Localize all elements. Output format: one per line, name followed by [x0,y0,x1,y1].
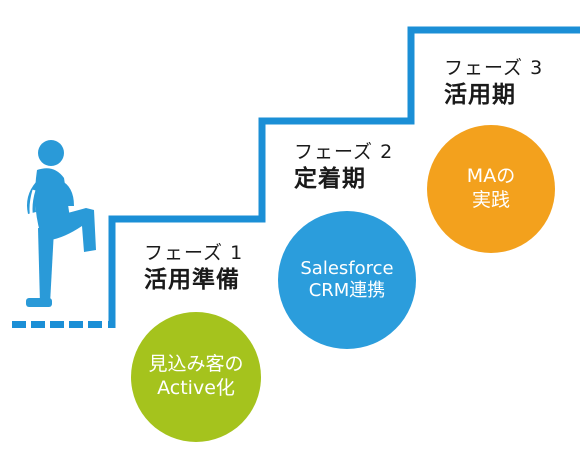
phase-1-circle-line-2: Active化 [157,377,235,399]
phase-1-circle: 見込み客の Active化 [131,312,261,442]
phase-3-circle-line-2: 実践 [471,189,510,211]
floor-dashes [12,321,102,328]
phase-2-title: 定着期 [294,165,366,192]
phase-2-circle: Salesforce CRM連携 [278,211,416,349]
phase-1-number: フェーズ 1 [144,242,244,264]
phase-1-label: フェーズ 1 活用準備 [144,242,243,295]
phase-2-circle-line-2: CRM連携 [308,280,386,301]
phase-3-title: 活用期 [444,81,516,108]
phase-2-label: フェーズ 2 定着期 [294,141,393,194]
phase-3-circle: MAの 実践 [427,125,555,253]
staircase-line [108,26,580,328]
phase-3-label: フェーズ 3 活用期 [444,57,543,110]
phase-3-number: フェーズ 3 [444,57,544,79]
phase-1-circle-line-1: 見込み客の [148,353,244,376]
phase-1-title: 活用準備 [144,266,240,293]
phase-3-circle-line-1: MAの [466,165,516,188]
person-climbing-stairs-icon [26,140,96,307]
phase-2-number: フェーズ 2 [294,141,394,163]
phase-2-circle-line-1: Salesforce [300,257,394,279]
